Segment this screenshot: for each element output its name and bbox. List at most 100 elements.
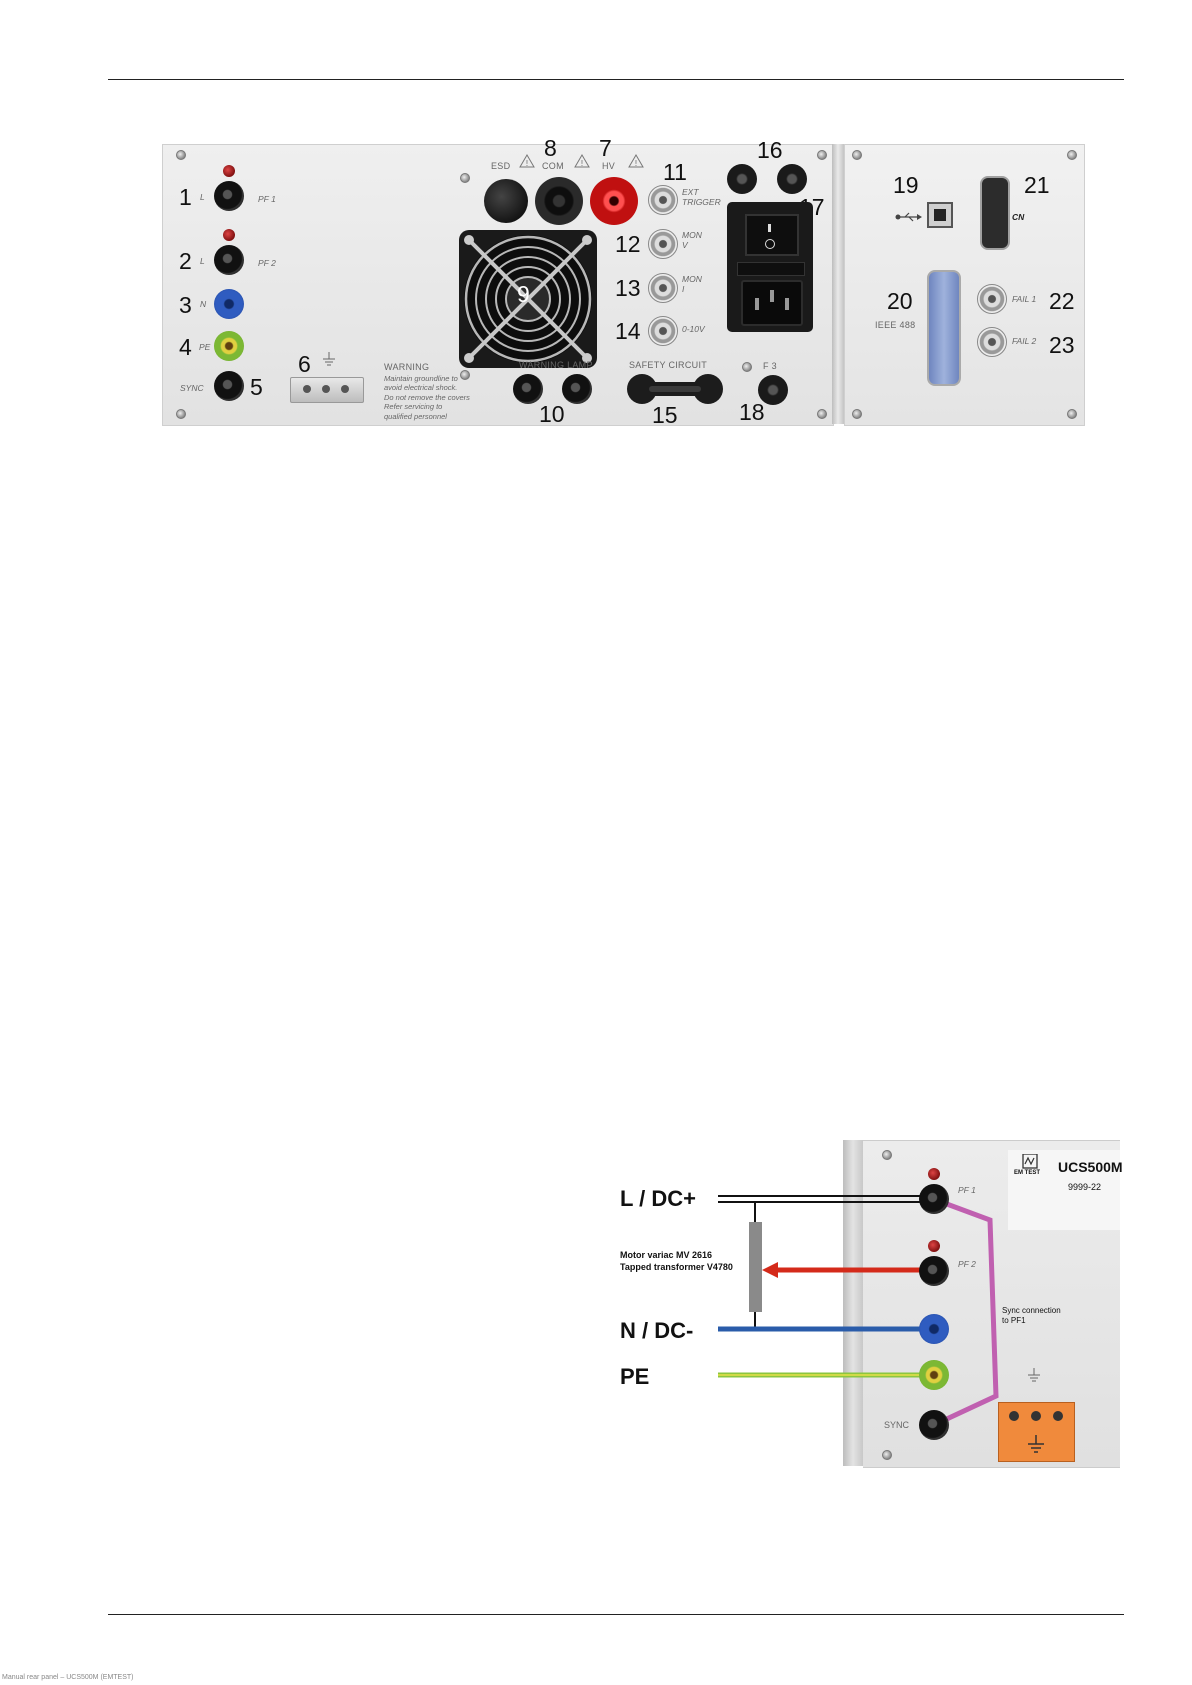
inlet-pin xyxy=(755,298,759,310)
power-switch-off-indicator xyxy=(765,239,775,249)
rear-panel-figure: 1 L PF 1 2 L PF 2 3 N 4 PE SYNC 5 6 WARN… xyxy=(162,137,1085,428)
callout-21: 21 xyxy=(1024,172,1050,198)
cooling-fan xyxy=(457,228,599,370)
warning-text: Maintain groundline to avoid electrical … xyxy=(384,374,470,421)
ground-terminal-block xyxy=(290,377,364,403)
callout-13: 13 xyxy=(615,275,641,301)
hazard-warning-icon: ! xyxy=(628,154,644,173)
footer-note: Manual rear panel – UCS500M (EMTEST) xyxy=(2,1674,134,1681)
callout-12: 12 xyxy=(615,231,641,257)
ieee488-connector xyxy=(927,270,961,386)
pe-jack xyxy=(919,1360,949,1390)
screw-icon xyxy=(817,409,827,419)
svg-text:!: ! xyxy=(580,159,583,168)
screw-icon xyxy=(176,409,186,419)
callout-8: 8 xyxy=(544,135,557,161)
svg-text:!: ! xyxy=(634,159,637,168)
sync-label: SYNC xyxy=(180,383,204,393)
sync-jack xyxy=(919,1410,949,1440)
callout-19: 19 xyxy=(893,172,919,198)
terminal-screw xyxy=(1053,1411,1063,1421)
device-side-rail xyxy=(843,1140,863,1466)
com-connector xyxy=(535,177,583,225)
sync-label: SYNC xyxy=(884,1420,910,1430)
terminal-screw xyxy=(1031,1411,1041,1421)
callout-10: 10 xyxy=(539,401,565,427)
callout-6: 6 xyxy=(298,351,311,377)
fail1-label: FAIL 1 xyxy=(1012,294,1037,304)
pf2-led xyxy=(928,1240,940,1252)
hazard-warning-icon: ! xyxy=(574,154,590,173)
mon-i-label: MON I xyxy=(682,274,702,294)
ground-symbol-icon xyxy=(1027,1435,1045,1458)
esd-connector-cap xyxy=(484,179,528,223)
device-label-plate xyxy=(1008,1150,1120,1230)
device-model: UCS500M xyxy=(1058,1159,1123,1175)
hv-label: HV xyxy=(602,161,616,171)
mon-i-bnc xyxy=(648,273,678,303)
iec-inlet xyxy=(741,280,803,326)
callout-4: 4 xyxy=(179,334,192,360)
variac-body xyxy=(749,1222,762,1312)
sync-link xyxy=(934,1197,999,1427)
screw-icon xyxy=(460,173,470,183)
pe-jack xyxy=(214,331,244,361)
usb-icon xyxy=(895,210,923,228)
svg-text:!: ! xyxy=(525,159,528,168)
screw-icon xyxy=(852,409,862,419)
callout-18: 18 xyxy=(739,399,765,425)
callout-20: 20 xyxy=(887,288,913,314)
pf1-led xyxy=(223,165,235,177)
pf1-label: PF 1 xyxy=(258,194,276,204)
screw-icon xyxy=(1067,150,1077,160)
pe-label: PE xyxy=(620,1364,650,1389)
sync-connection-text: Sync connection to PF1 xyxy=(1002,1306,1061,1326)
l2-label: L xyxy=(200,256,205,266)
callout-14: 14 xyxy=(615,318,641,344)
l1-label: L xyxy=(200,192,205,202)
pe-label: PE xyxy=(199,342,211,352)
usb-port-insert xyxy=(934,209,946,221)
callout-1: 1 xyxy=(179,184,192,210)
safety-circuit-label: SAFETY CIRCUIT xyxy=(629,360,708,370)
ext-trigger-bnc xyxy=(648,185,678,215)
pf2-label: PF 2 xyxy=(958,1259,976,1269)
callout-23: 23 xyxy=(1049,332,1075,358)
pf1-label: PF 1 xyxy=(958,1185,976,1195)
pf1-led xyxy=(928,1168,940,1180)
com-label: COM xyxy=(542,161,564,171)
safety-circuit-jumper xyxy=(625,372,725,406)
pf2-label: PF 2 xyxy=(258,258,276,268)
pf1-jack xyxy=(919,1184,949,1214)
power-entry-module xyxy=(727,202,813,332)
wiring-diagram-lines xyxy=(718,1195,999,1427)
fuse-holder-f3 xyxy=(758,375,788,405)
device-serial: 9999-22 xyxy=(1068,1182,1102,1192)
pf1-l-jack xyxy=(214,181,244,211)
screw-icon xyxy=(176,150,186,160)
emtest-logo xyxy=(1015,1153,1045,1180)
fuse-holder-2 xyxy=(777,164,807,194)
warning-lamp-label: WARNING LAMP xyxy=(519,360,593,370)
pf2-l-jack xyxy=(214,245,244,275)
warning-lamp-connector-1 xyxy=(513,374,543,404)
screw-icon xyxy=(852,150,862,160)
callout-5: 5 xyxy=(250,374,263,400)
pf2-led xyxy=(223,229,235,241)
esd-label: ESD xyxy=(491,161,511,171)
fail2-bnc xyxy=(977,327,1007,357)
n-jack xyxy=(919,1314,949,1344)
ground-terminal-block xyxy=(998,1402,1075,1462)
power-switch xyxy=(745,214,799,256)
screw-icon xyxy=(882,1150,892,1160)
callout-2: 2 xyxy=(179,248,192,274)
screw-icon xyxy=(460,370,470,380)
v0-10-label: 0-10V xyxy=(682,324,705,334)
callout-15: 15 xyxy=(652,402,678,428)
callout-22: 22 xyxy=(1049,288,1075,314)
l-dc-plus-label: L / DC+ xyxy=(620,1186,697,1211)
screw-icon xyxy=(817,150,827,160)
cn-dsub-connector xyxy=(980,176,1010,250)
callout-11: 11 xyxy=(663,159,687,185)
inlet-pin xyxy=(770,290,774,302)
